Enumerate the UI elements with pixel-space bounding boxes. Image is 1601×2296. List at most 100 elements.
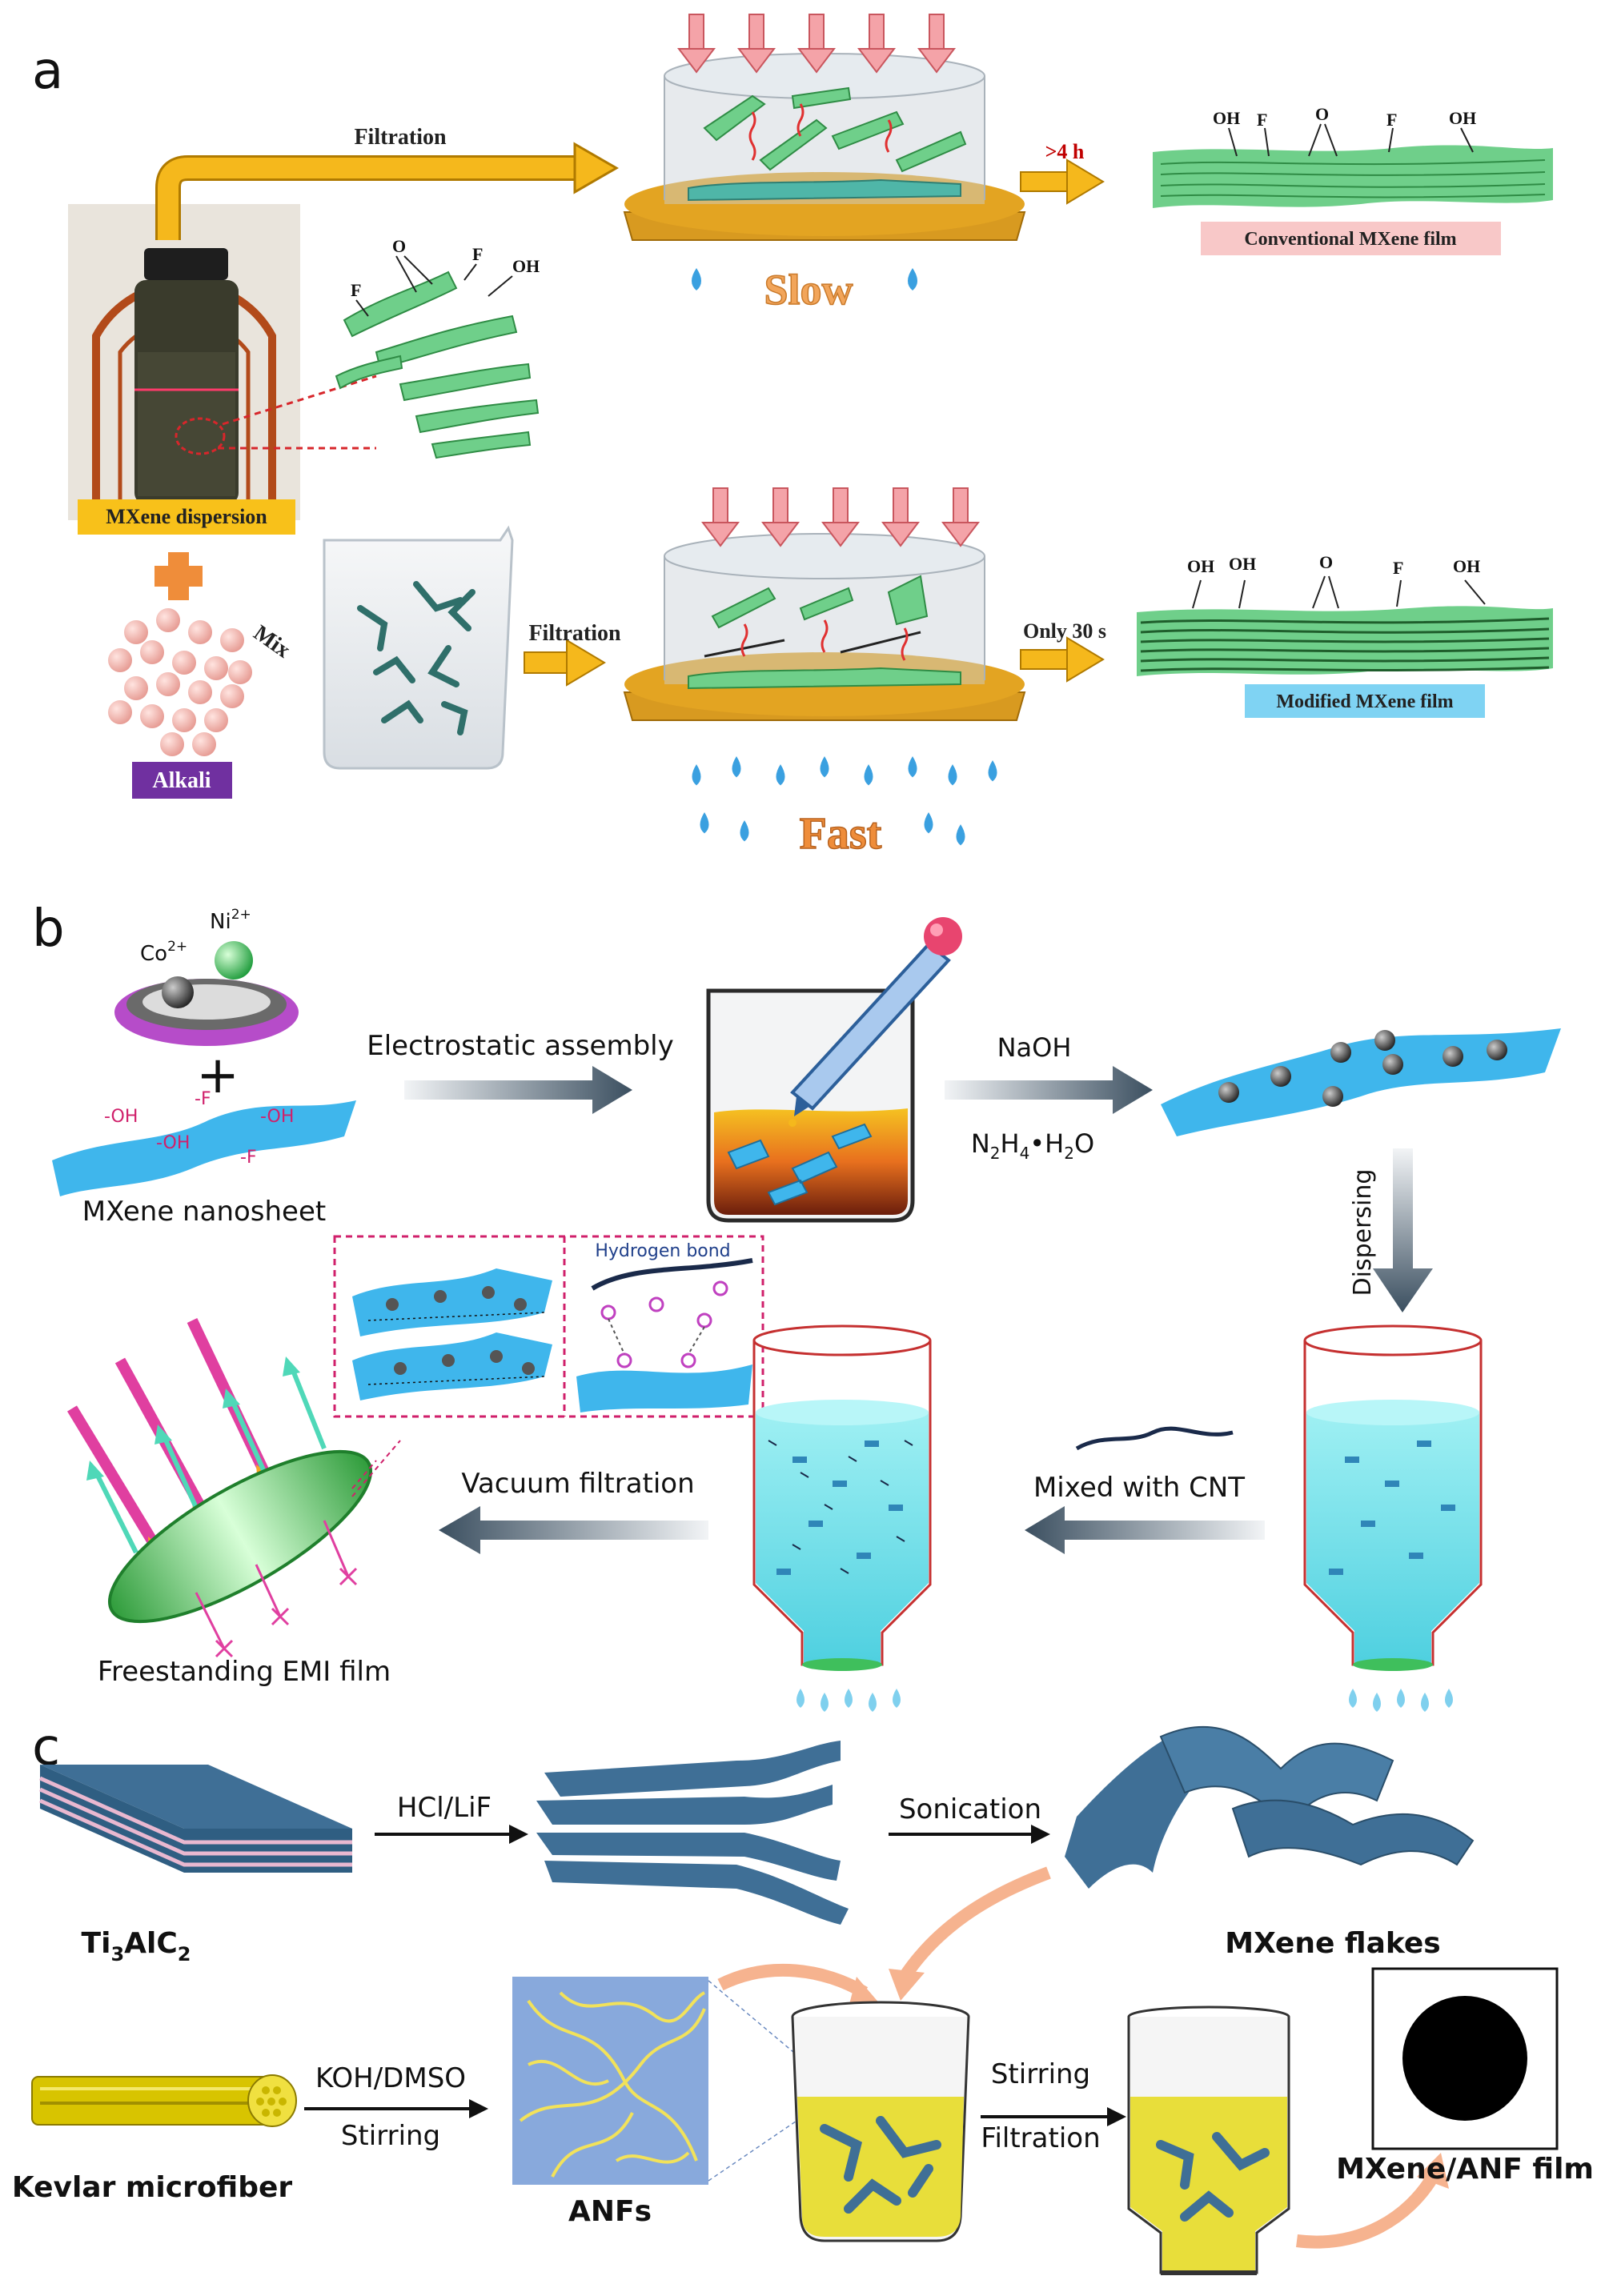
hydrazine-label: N2H4•H2O bbox=[971, 1128, 1094, 1163]
alkali-ball bbox=[188, 620, 212, 644]
water-drop bbox=[869, 1693, 877, 1712]
ni-ion bbox=[215, 941, 253, 980]
flake-group-3: OH bbox=[512, 256, 540, 276]
mxene-nanosheet bbox=[52, 1100, 356, 1196]
alkali-ball bbox=[220, 684, 244, 708]
ti3alc2-label: Ti3AlC2 bbox=[82, 1927, 191, 1965]
alkali-label: Alkali bbox=[152, 768, 211, 793]
mxene-anf-film bbox=[1402, 1996, 1527, 2121]
fast-label: Fast bbox=[800, 809, 882, 859]
pressure-arrow bbox=[821, 487, 861, 547]
koh-label: KOH/DMSO bbox=[315, 2062, 466, 2094]
water-drop bbox=[948, 764, 957, 786]
modified-label-box bbox=[1245, 684, 1485, 718]
dispersing-arrow bbox=[1373, 1148, 1433, 1312]
alkali-ball bbox=[160, 732, 184, 756]
alkali-ball bbox=[140, 704, 164, 728]
funnel-right bbox=[1303, 1324, 1483, 1671]
funnel-left bbox=[752, 1324, 932, 1671]
pressure-arrow bbox=[917, 14, 957, 74]
sheet-group-5: -F bbox=[240, 1148, 257, 1168]
pressure-arrow bbox=[676, 14, 716, 74]
dispersing-label: Dispersing bbox=[1349, 1169, 1377, 1296]
water-drop bbox=[1445, 1689, 1453, 1708]
film-label: MXene/ANF film bbox=[1336, 2153, 1594, 2186]
alkali-ball bbox=[124, 620, 148, 644]
flake-group-1: O bbox=[392, 236, 406, 256]
ni-ion-label: Ni2+ bbox=[210, 907, 251, 934]
water-drop bbox=[1397, 1689, 1405, 1708]
vacuum-label: Vacuum filtration bbox=[461, 1468, 694, 1500]
film-group-bottom-2: OH bbox=[1229, 554, 1256, 574]
dispersion-label: MXene dispersion bbox=[106, 505, 267, 528]
sheet-group-3: -OH bbox=[156, 1133, 190, 1153]
film-group-bottom-1: OH bbox=[1187, 556, 1214, 576]
alkali-ball bbox=[192, 732, 216, 756]
sheet-group-1: -OH bbox=[104, 1107, 138, 1127]
pressure-arrow bbox=[760, 487, 800, 547]
stirring2-label: Stirring bbox=[991, 2058, 1090, 2090]
cnt-label: Mixed with CNT bbox=[1033, 1472, 1245, 1504]
water-drop bbox=[692, 764, 701, 786]
flake-group-2: F bbox=[472, 244, 483, 264]
pressure-arrows-bottom bbox=[700, 487, 981, 547]
cnt-icon bbox=[1075, 1426, 1234, 1451]
film-group-top-2: F bbox=[1257, 110, 1267, 130]
filter-cylinder-top bbox=[623, 53, 1026, 241]
time-label-top: >4 h bbox=[1045, 140, 1085, 163]
modified-label: Modified MXene film bbox=[1276, 691, 1453, 712]
water-drop bbox=[924, 812, 933, 834]
filtration-arrow-bottom bbox=[524, 651, 569, 674]
filtration-label-top: Filtration bbox=[354, 125, 447, 150]
filtration-vessel bbox=[1127, 2005, 1290, 2275]
arrow-30s bbox=[1020, 649, 1069, 670]
anf-fibers bbox=[519, 1991, 706, 2178]
mxene-flakes-cluster bbox=[335, 255, 540, 459]
time-label-bottom: Only 30 s bbox=[1023, 619, 1106, 643]
max-phase-stack bbox=[38, 1765, 352, 1873]
alkali-particles bbox=[108, 608, 252, 756]
alkali-ball bbox=[172, 708, 196, 732]
pressure-arrow bbox=[796, 14, 837, 74]
pressure-arrow bbox=[736, 14, 776, 74]
vacuum-arrow bbox=[439, 1506, 708, 1554]
pressure-arrow bbox=[941, 487, 981, 547]
water-drop bbox=[956, 824, 965, 846]
naoh-arrow bbox=[945, 1066, 1153, 1114]
mxene-dispersion-photo bbox=[68, 204, 377, 520]
film-group-bottom-3: O bbox=[1319, 552, 1333, 572]
film-group-top-1: OH bbox=[1213, 108, 1240, 128]
loaded-nanosheet bbox=[1161, 1028, 1561, 1136]
alkali-ball bbox=[108, 700, 132, 724]
etched-layers bbox=[536, 1741, 849, 1925]
curved-arrow-film bbox=[1296, 2173, 1438, 2249]
water-drop bbox=[1421, 1693, 1429, 1712]
alkali-ball bbox=[156, 608, 180, 632]
co-ion-label: Co2+ bbox=[140, 939, 187, 966]
hydrogen-bond-label: Hydrogen bond bbox=[595, 1241, 730, 1261]
water-drop bbox=[740, 820, 749, 842]
alkali-label-box bbox=[132, 762, 232, 799]
water-drop bbox=[893, 1689, 901, 1708]
alkali-ball bbox=[156, 672, 180, 696]
film-group-top-3: O bbox=[1315, 104, 1329, 124]
film-group-top-4: F bbox=[1386, 110, 1397, 130]
co-ion bbox=[162, 976, 194, 1008]
naoh-label: NaOH bbox=[997, 1032, 1072, 1063]
electrostatic-arrow bbox=[404, 1066, 632, 1114]
alkali-ball bbox=[140, 640, 164, 664]
arrow-4h bbox=[1020, 171, 1069, 192]
alkali-ball bbox=[220, 628, 244, 652]
conventional-label: Conventional MXene film bbox=[1244, 229, 1456, 250]
cnt-arrow bbox=[1025, 1506, 1265, 1554]
film-group-bottom-4: F bbox=[1393, 558, 1403, 578]
alkali-ball bbox=[124, 676, 148, 700]
water-drop bbox=[908, 756, 917, 778]
film-group-top-5: OH bbox=[1449, 108, 1476, 128]
curved-arrow-anf bbox=[717, 1963, 869, 1998]
assembly-beaker bbox=[706, 917, 962, 1223]
sonication-label: Sonication bbox=[899, 1793, 1041, 1825]
water-drop bbox=[700, 812, 709, 834]
emi-film bbox=[67, 1317, 401, 1658]
